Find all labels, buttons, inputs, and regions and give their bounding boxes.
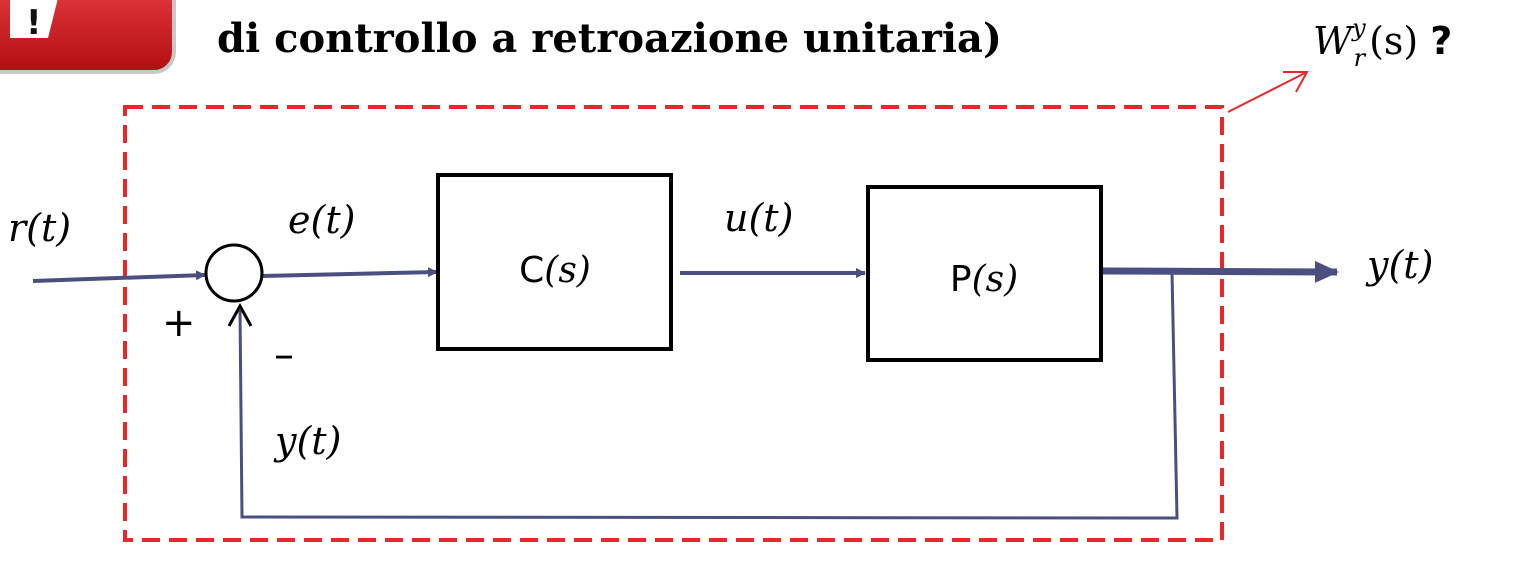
tf-superscript: y — [1351, 14, 1366, 42]
summing-junction — [204, 243, 264, 303]
controller-name: C — [519, 250, 544, 291]
reference-signal-label: r(t) — [8, 206, 71, 250]
feedback-line — [238, 271, 1179, 520]
warning-exclamation: ! — [26, 3, 42, 43]
plant-label: P(s) — [950, 259, 1018, 300]
heading-text: di controllo a retroazione unitaria) — [217, 15, 1002, 62]
feedback-signal-label: y(t) — [273, 419, 341, 463]
output-signal-label: y(t) — [1365, 243, 1433, 287]
plant-block: P(s) — [866, 185, 1103, 362]
output-line — [1101, 260, 1339, 283]
error-signal-label: e(t) — [288, 198, 355, 242]
reference-line — [32, 270, 206, 283]
error-line — [261, 267, 438, 278]
feedback-arrowhead — [227, 302, 253, 327]
controller-block: C(s) — [436, 173, 673, 351]
tf-question-mark: ? — [1430, 19, 1452, 63]
plant-argument: (s) — [972, 259, 1019, 300]
tf-base: W — [1313, 19, 1355, 63]
tf-argument: (s) — [1369, 19, 1418, 63]
warning-icon: ! — [0, 0, 176, 74]
pointer-arrow — [1227, 71, 1309, 113]
plant-name: P — [950, 259, 972, 300]
plus-sign: + — [162, 300, 196, 346]
control-signal-label: u(t) — [724, 196, 793, 240]
tf-subscript: r — [1354, 44, 1367, 72]
minus-sign: – — [274, 332, 294, 378]
system-boundary — [123, 105, 1224, 542]
controller-argument: (s) — [544, 250, 591, 291]
controller-label: C(s) — [519, 250, 591, 291]
